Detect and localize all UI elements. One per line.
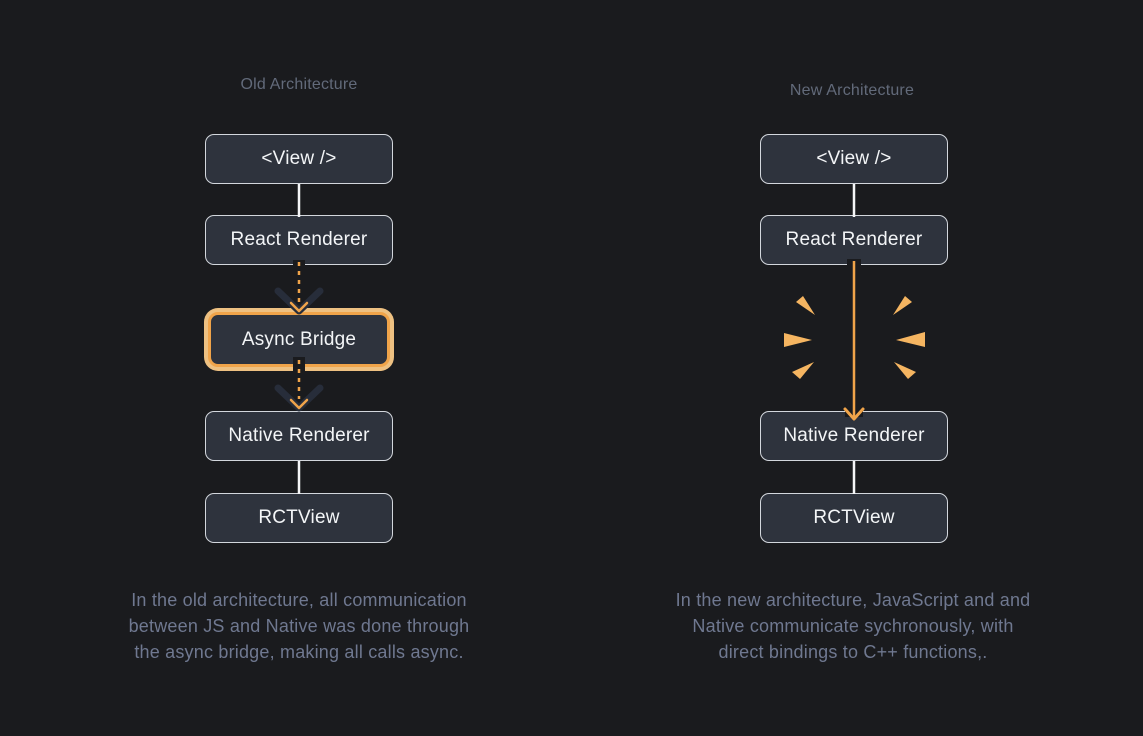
caption-line: between JS and Native was done through — [128, 616, 470, 636]
async-bridge-label: Async Bridge — [241, 328, 357, 350]
spark-burst-left — [784, 296, 815, 379]
caption-line: direct bindings to C++ functions,. — [718, 642, 988, 662]
dark-chevron-arrowhead-icon — [274, 384, 324, 412]
old-architecture-caption: In the old architecture, all communicati… — [89, 587, 509, 665]
node-react-renderer-old: React Renderer — [205, 215, 393, 265]
node-rctview-new: RCTView — [760, 493, 948, 543]
old-architecture-title: Old Architecture — [240, 76, 358, 93]
orange-chevron-tip-icon — [289, 398, 309, 410]
node-native-renderer-old: Native Renderer — [205, 411, 393, 461]
node-native-renderer-new: Native Renderer — [760, 411, 948, 461]
spark-icon — [796, 296, 815, 315]
spark-icon — [896, 332, 925, 347]
node-rctview-old: RCTView — [205, 493, 393, 543]
caption-line: In the old architecture, all communicati… — [131, 590, 467, 610]
node-view-new: <View /> — [760, 134, 948, 184]
caption-line: In the new architecture, JavaScript and … — [675, 590, 1031, 610]
spark-icon — [784, 333, 812, 347]
node-async-bridge: Async Bridge — [204, 308, 394, 371]
node-view-old: <View /> — [205, 134, 393, 184]
node-react-renderer-new: React Renderer — [760, 215, 948, 265]
spark-icon — [894, 362, 916, 379]
caption-line: Native communicate sychronously, with — [692, 616, 1014, 636]
spark-burst-right — [893, 296, 925, 379]
async-bridge-highlight-box: Async Bridge — [208, 312, 390, 367]
new-architecture-title: New Architecture — [789, 82, 915, 99]
new-architecture-caption: In the new architecture, JavaScript and … — [643, 587, 1063, 665]
spark-icon — [893, 296, 912, 315]
spark-icon — [792, 362, 814, 379]
caption-line: the async bridge, making all calls async… — [134, 642, 464, 662]
